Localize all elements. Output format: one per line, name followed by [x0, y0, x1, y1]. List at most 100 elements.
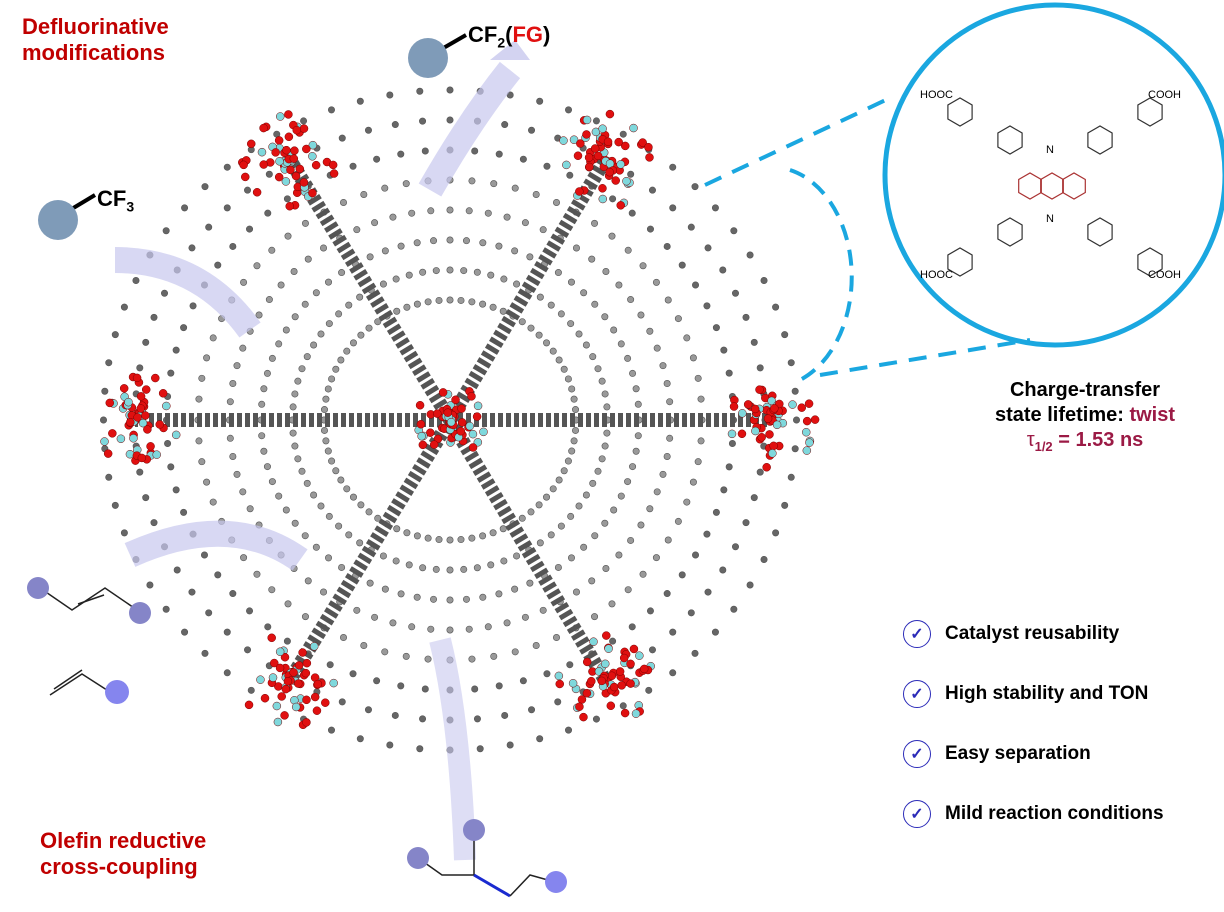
framework-atom — [350, 494, 356, 500]
framework-atom — [409, 624, 415, 630]
framework-atom — [491, 180, 497, 186]
nitrogen-bottom: N — [1046, 213, 1054, 225]
cluster-atom — [764, 415, 772, 423]
framework-atom — [106, 474, 112, 480]
framework-atom — [713, 509, 719, 515]
framework-atom — [365, 127, 371, 133]
framework-atom — [485, 624, 491, 630]
arrow-bottom — [440, 640, 465, 860]
framework-atom — [610, 327, 616, 333]
framework-atom — [323, 438, 329, 444]
framework-atom — [447, 207, 453, 213]
cluster-atom — [286, 202, 294, 210]
cluster-atom — [310, 642, 318, 650]
linker-beam — [290, 160, 450, 420]
framework-atom — [712, 205, 718, 211]
framework-atom — [285, 601, 291, 607]
checklist-label: Easy separation — [945, 743, 1091, 765]
framework-atom — [501, 121, 507, 127]
framework-atom — [215, 572, 221, 578]
framework-atom — [576, 331, 582, 337]
framework-atom — [629, 463, 635, 469]
product-end-c — [545, 871, 567, 893]
cluster-atom — [124, 398, 132, 406]
framework-atom — [325, 448, 331, 454]
ct-line2-text: state lifetime: — [995, 404, 1129, 426]
framework-atom — [328, 107, 334, 113]
cluster-atom — [108, 429, 116, 437]
framework-atom — [358, 502, 364, 508]
cluster-atom — [758, 433, 766, 441]
framework-atom — [501, 276, 507, 282]
framework-atom — [227, 398, 233, 404]
framework-atom — [447, 87, 453, 93]
framework-atom — [392, 712, 398, 718]
framework-atom — [684, 335, 690, 341]
olefin-label: Olefin reductive cross-coupling — [40, 828, 206, 880]
mof-structure — [100, 87, 819, 753]
framework-atom — [403, 653, 409, 659]
cf2-sub: 2 — [497, 34, 505, 50]
cluster-atom — [439, 388, 447, 396]
framework-atom — [558, 311, 564, 317]
cluster-atom — [562, 161, 570, 169]
framework-atom — [224, 629, 230, 635]
framework-atom — [592, 533, 598, 539]
framework-atom — [356, 294, 362, 300]
framework-atom — [304, 353, 310, 359]
linker-beam — [290, 420, 450, 680]
charge-transfer-note: Charge-transfer state lifetime: twist τ1… — [960, 378, 1210, 459]
framework-atom — [590, 353, 596, 359]
framework-atom — [137, 365, 143, 371]
framework-atom — [496, 151, 502, 157]
framework-atom — [721, 347, 727, 353]
framework-atom — [173, 347, 179, 353]
framework-atom — [419, 565, 425, 571]
framework-atom — [568, 279, 574, 285]
framework-atom — [695, 375, 701, 381]
framework-atom — [653, 554, 659, 560]
cluster-atom — [579, 713, 587, 721]
cluster-atom — [607, 702, 615, 710]
framework-atom — [215, 262, 221, 268]
cluster-atom — [452, 396, 460, 404]
framework-atom — [304, 480, 310, 486]
framework-atom — [247, 506, 253, 512]
framework-atom — [436, 297, 442, 303]
framework-atom — [675, 518, 681, 524]
framework-atom — [558, 523, 564, 529]
framework-atom — [246, 608, 252, 614]
framework-atom — [692, 282, 698, 288]
framework-atom — [602, 314, 608, 320]
framework-atom — [485, 210, 491, 216]
cluster-atom — [281, 711, 289, 719]
framework-atom — [406, 272, 412, 278]
framework-atom — [230, 243, 236, 249]
framework-atom — [313, 544, 319, 550]
cluster-atom — [458, 418, 466, 426]
defluorinative-line2: modifications — [22, 40, 169, 66]
framework-atom — [519, 515, 525, 521]
framework-atom — [357, 98, 363, 104]
olefin-1-end-b — [129, 602, 151, 624]
cluster-atom — [765, 430, 773, 438]
cf2-text: CF — [468, 22, 497, 47]
framework-atom — [527, 580, 533, 586]
framework-atom — [121, 304, 127, 310]
framework-atom — [248, 687, 254, 693]
framework-atom — [602, 443, 608, 449]
framework-atom — [180, 509, 186, 515]
framework-atom — [422, 686, 428, 692]
framework-atom — [174, 567, 180, 573]
cluster-atom — [569, 679, 577, 687]
cluster-atom — [151, 374, 159, 382]
framework-atom — [553, 634, 559, 640]
cluster-atom — [738, 430, 746, 438]
framework-atom — [592, 301, 598, 307]
cluster-atom — [295, 661, 303, 669]
framework-atom — [291, 268, 297, 274]
framework-atom — [425, 535, 431, 541]
framework-atom — [589, 578, 595, 584]
cluster-atom — [126, 450, 134, 458]
framework-atom — [390, 214, 396, 220]
